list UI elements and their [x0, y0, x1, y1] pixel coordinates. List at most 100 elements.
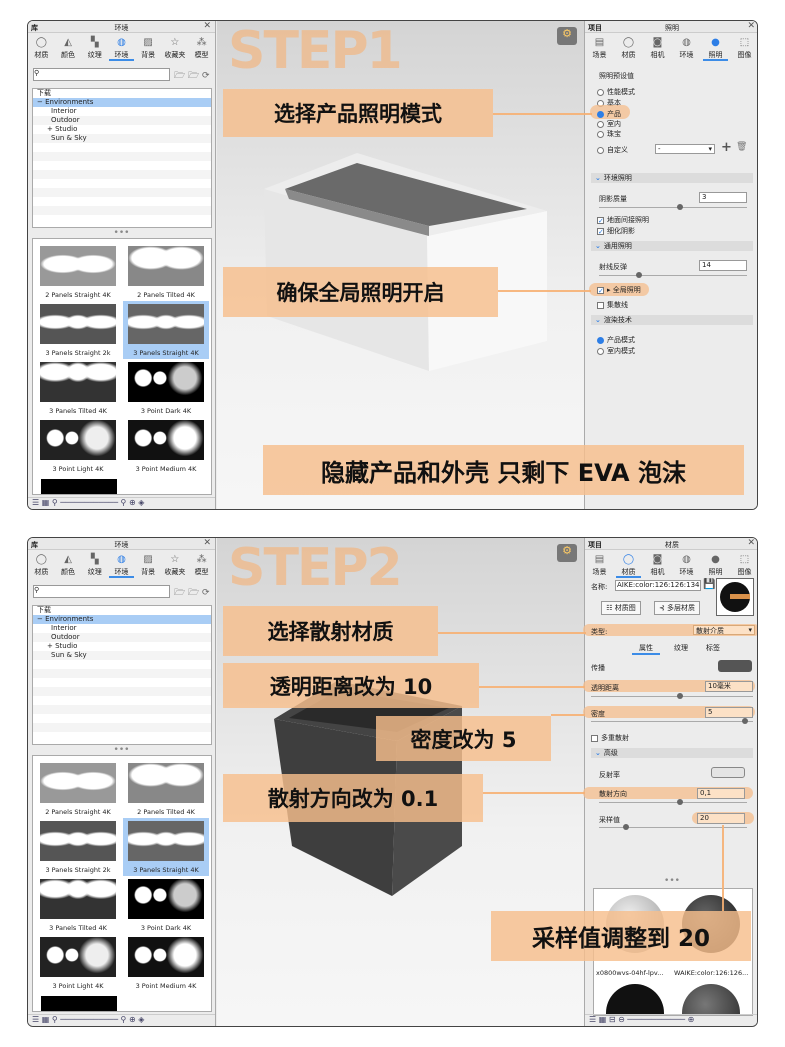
slider-thumb[interactable] [741, 718, 748, 724]
global-illumination-checkbox[interactable]: ✓▸ 全局照明 [597, 286, 641, 295]
tree-item[interactable]: − Environments [33, 615, 211, 624]
custom-preset-select[interactable]: -▾ [655, 144, 715, 154]
library-tab-4[interactable]: ▨背景 [136, 35, 161, 61]
library-tab-0[interactable]: ◯材质 [29, 552, 54, 578]
caustics-checkbox[interactable]: 集散线 [597, 300, 628, 310]
props-tab-1[interactable]: ◯材质 [616, 552, 641, 578]
preset-radio-interior[interactable]: 室内 [597, 119, 621, 129]
material-graph-button[interactable]: ☷ 材质图 [601, 601, 641, 615]
ground-indirect-checkbox[interactable]: ✓地面间接照明 [597, 216, 649, 225]
view-toolbar[interactable]: ☰ ▦ ⊟ ⊖ ──────────── ⊕ [585, 1014, 757, 1026]
environment-thumb[interactable]: 2 Panels Tilted 4K [123, 243, 209, 301]
library-tab-5[interactable]: ☆收藏夹 [162, 35, 187, 61]
scatter-direction-slider[interactable] [599, 799, 747, 805]
search-input[interactable]: ⚲ [33, 68, 170, 81]
environment-thumb[interactable]: 3 Panels Tilted 4K [35, 359, 121, 417]
resize-handle[interactable]: ••• [113, 745, 130, 755]
samples-slider[interactable] [599, 824, 747, 830]
environment-thumb[interactable]: 2 Panels Straight 4K [35, 243, 121, 301]
library-tab-6[interactable]: ⁂模型 [189, 35, 214, 61]
render-mode-product[interactable]: 产品模式 [597, 335, 635, 345]
fine-shadow-checkbox[interactable]: ✓细化阴影 [597, 227, 635, 236]
environment-thumb[interactable]: 3 Point Dark 4K [123, 876, 209, 934]
library-tab-1[interactable]: ◭颜色 [56, 552, 81, 578]
props-tab-5[interactable]: ⬚图像 [732, 552, 757, 578]
close-icon[interactable]: ✕ [203, 21, 211, 31]
library-tab-0[interactable]: ◯材质 [29, 35, 54, 61]
environment-thumb[interactable]: 3 Panels Straight 4K [123, 301, 209, 359]
density-input[interactable]: 5 [705, 707, 753, 718]
props-tab-3[interactable]: ◍环境 [674, 552, 699, 578]
slider-thumb[interactable] [622, 824, 629, 830]
section-env-lighting[interactable]: ⌄环境照明 [591, 173, 753, 183]
scatter-direction-input[interactable]: 0,1 [697, 788, 745, 799]
environment-thumb[interactable]: 3 Point Light 4K [35, 934, 121, 992]
samples-input[interactable]: 20 [697, 813, 745, 824]
view-toolbar[interactable]: ☰ ▦ ⚲ ──────────── ⚲ ⊕ ◈ [28, 1014, 215, 1026]
library-tab-2[interactable]: ▚纹理 [82, 35, 107, 61]
preset-radio-performance[interactable]: 性能模式 [597, 87, 635, 97]
save-icon[interactable]: 💾 [703, 579, 716, 590]
render-icon[interactable]: ⚙ [557, 544, 577, 562]
props-tab-5[interactable]: ⬚图像 [732, 35, 757, 61]
environment-thumb[interactable]: 3 Point Medium 4K [123, 417, 209, 475]
tree-item[interactable]: 下载 [33, 606, 211, 615]
props-tab-4[interactable]: ●照明 [703, 35, 728, 61]
density-slider[interactable] [591, 718, 753, 724]
environment-thumb[interactable]: 3 Panels Tilted 4K [35, 876, 121, 934]
tree-expander[interactable]: − [37, 615, 46, 623]
reflectance-color-swatch[interactable] [711, 767, 745, 778]
resize-handle[interactable]: ••• [664, 876, 680, 886]
props-tab-0[interactable]: ▤场景 [587, 552, 612, 578]
environment-thumb[interactable]: 3 Point Medium 4K [123, 934, 209, 992]
props-tab-0[interactable]: ▤场景 [587, 35, 612, 61]
tree-item[interactable]: + Studio [33, 642, 211, 651]
tree-item[interactable]: Interior [33, 107, 211, 116]
library-tab-5[interactable]: ☆收藏夹 [162, 552, 187, 578]
section-render-tech[interactable]: ⌄渲染技术 [591, 315, 753, 325]
preset-radio-custom[interactable]: 自定义 [597, 145, 628, 155]
close-icon[interactable]: ✕ [747, 21, 755, 31]
library-tab-6[interactable]: ⁂模型 [189, 552, 214, 578]
tree-item[interactable]: 下载 [33, 89, 211, 98]
material-name-input[interactable]: AIKE:color:126:126:134 [615, 580, 701, 591]
environment-thumb[interactable]: 2 Panels Tilted 4K [123, 760, 209, 818]
section-advanced[interactable]: ⌄高级 [591, 748, 753, 758]
resize-handle[interactable]: ••• [113, 228, 130, 238]
library-tab-3[interactable]: ◍环境 [108, 35, 134, 61]
environment-thumb[interactable]: 2 Panels Straight 4K [35, 760, 121, 818]
preset-radio-product[interactable]: 产品 [597, 109, 621, 119]
tree-item[interactable]: Outdoor [33, 633, 211, 642]
preset-radio-jewelry[interactable]: 珠宝 [597, 129, 621, 139]
search-input[interactable]: ⚲ [33, 585, 170, 598]
library-tool-icons[interactable]: 🗁 🗁 ⟳ [174, 588, 210, 598]
library-tab-3[interactable]: ◍环境 [108, 552, 134, 578]
tree-item[interactable]: Interior [33, 624, 211, 633]
close-icon[interactable]: ✕ [747, 538, 755, 548]
subtab-texture[interactable]: 纹理 [674, 644, 688, 652]
multi-material-button[interactable]: ⊰ 多层材质 [654, 601, 700, 615]
tree-item[interactable]: Sun & Sky [33, 134, 211, 143]
subtab-tags[interactable]: 标签 [706, 644, 720, 652]
slider-thumb[interactable] [677, 693, 684, 699]
library-tab-1[interactable]: ◭颜色 [56, 35, 81, 61]
type-select[interactable]: 散射介质▾ [693, 625, 755, 635]
subtab-properties[interactable]: 属性 [632, 643, 660, 655]
tree-expander[interactable]: − [37, 98, 46, 106]
environment-thumb[interactable]: 3 Panels Straight 4K [123, 818, 209, 876]
ray-bounce-input[interactable]: 14 [699, 260, 747, 271]
tree-expander[interactable]: + [47, 125, 56, 133]
tree-item[interactable]: − Environments [33, 98, 211, 107]
environment-thumb[interactable]: 3 Point Dark 4K [123, 359, 209, 417]
tree-item[interactable]: Sun & Sky [33, 651, 211, 660]
multi-scatter-checkbox[interactable]: 多重散射 [591, 733, 629, 743]
environment-thumb[interactable]: 3 Point Light 4K [35, 417, 121, 475]
shadow-quality-input[interactable]: 3 [699, 192, 747, 203]
view-toolbar[interactable]: ☰ ▦ ⚲ ──────────── ⚲ ⊕ ◈ [28, 497, 215, 509]
tree-expander[interactable]: + [47, 642, 56, 650]
library-tab-2[interactable]: ▚纹理 [82, 552, 107, 578]
tree-item[interactable]: Outdoor [33, 116, 211, 125]
render-icon[interactable]: ⚙ [557, 27, 577, 45]
library-tab-4[interactable]: ▨背景 [136, 552, 161, 578]
distance-input[interactable]: 10毫米 [705, 681, 753, 692]
